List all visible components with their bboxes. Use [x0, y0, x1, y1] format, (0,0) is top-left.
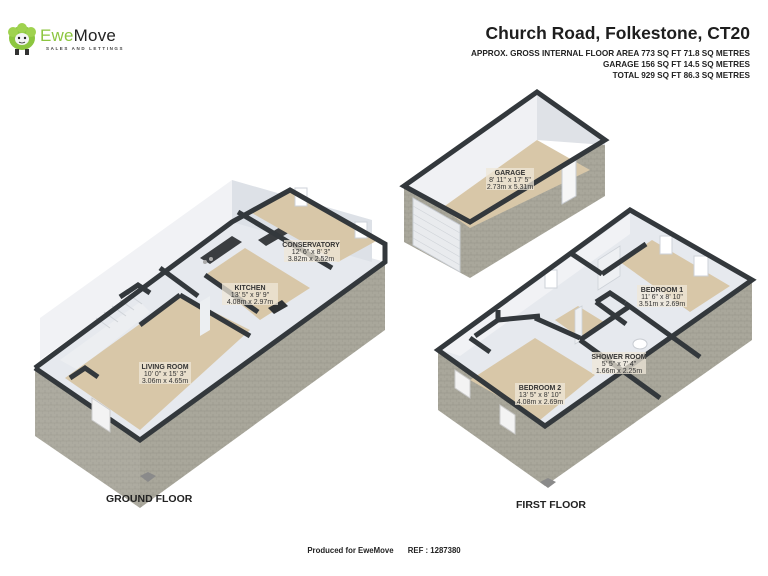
- svg-text:11' 6" x 8' 10": 11' 6" x 8' 10": [641, 294, 683, 301]
- svg-text:4.08m x 2.69m: 4.08m x 2.69m: [517, 399, 563, 406]
- svg-text:KITCHEN: KITCHEN: [234, 285, 265, 292]
- svg-text:12' 6" x 8' 3": 12' 6" x 8' 3": [292, 249, 331, 256]
- svg-text:5' 5" x 7' 4": 5' 5" x 7' 4": [602, 361, 637, 368]
- produced-for-text: Produced for EweMove: [307, 546, 394, 555]
- first-floor-label: FIRST FLOOR: [516, 499, 586, 511]
- north-marker-icon: [140, 472, 156, 482]
- svg-text:8' 11" x 17' 5": 8' 11" x 17' 5": [489, 177, 531, 184]
- garage-plan: GARAGE 8' 11" x 17' 5" 2.73m x 5.31m: [399, 88, 610, 278]
- property-title: Church Road, Folkestone, CT20: [485, 23, 750, 43]
- svg-text:3.51m x 2.69m: 3.51m x 2.69m: [639, 301, 685, 308]
- svg-text:BEDROOM 1: BEDROOM 1: [641, 287, 684, 294]
- svg-text:13' 5" x 9' 9": 13' 5" x 9' 9": [231, 292, 270, 299]
- footer: Produced for EweMove REF : 1287380: [0, 546, 768, 555]
- svg-text:GARAGE: GARAGE: [495, 170, 526, 177]
- room-label-kitchen: KITCHEN 13' 5" x 9' 9" 4.08m x 2.97m: [222, 283, 278, 306]
- ewemove-logo: EweMove SALES AND LETTINGS: [6, 20, 136, 60]
- svg-text:SHOWER ROOM: SHOWER ROOM: [591, 354, 646, 361]
- room-label-bedroom-1: BEDROOM 1 11' 6" x 8' 10" 3.51m x 2.69m: [637, 285, 687, 308]
- svg-text:3.82m x 2.52m: 3.82m x 2.52m: [288, 256, 334, 263]
- room-label-garage: GARAGE 8' 11" x 17' 5" 2.73m x 5.31m: [486, 168, 534, 191]
- svg-text:2.73m x 5.31m: 2.73m x 5.31m: [487, 184, 533, 191]
- area-summary: APPROX. GROSS INTERNAL FLOOR AREA 773 SQ…: [471, 48, 750, 81]
- svg-text:10' 0" x 15' 3": 10' 0" x 15' 3": [144, 371, 187, 378]
- room-label-bedroom-2: BEDROOM 2 13' 5" x 8' 10" 4.08m x 2.69m: [515, 383, 565, 406]
- svg-text:4.08m x 2.97m: 4.08m x 2.97m: [227, 299, 273, 306]
- room-label-conservatory: CONSERVATORY 12' 6" x 8' 3" 3.82m x 2.52…: [282, 240, 340, 263]
- gross-internal-area: APPROX. GROSS INTERNAL FLOOR AREA 773 SQ…: [470, 49, 750, 58]
- sheep-mascot-icon: [8, 23, 36, 55]
- svg-text:1.66m x 2.25m: 1.66m x 2.25m: [596, 368, 642, 375]
- room-label-living-room: LIVING ROOM 10' 0" x 15' 3" 3.06m x 4.65…: [139, 362, 191, 385]
- svg-text:13' 5" x 8' 10": 13' 5" x 8' 10": [519, 392, 562, 399]
- brand-name: EweMove: [40, 26, 117, 45]
- first-floor-plan: BEDROOM 1 11' 6" x 8' 10" 3.51m x 2.69m …: [433, 207, 757, 488]
- room-label-shower-room: SHOWER ROOM 5' 5" x 7' 4" 1.66m x 2.25m: [591, 352, 647, 375]
- ground-floor-plan: CONSERVATORY 12' 6" x 8' 3" 3.82m x 2.52…: [33, 180, 388, 508]
- reference-number: REF : 1287380: [407, 546, 461, 555]
- svg-text:LIVING ROOM: LIVING ROOM: [141, 364, 188, 371]
- brand-tagline: SALES AND LETTINGS: [46, 46, 125, 51]
- north-marker-icon: [540, 478, 556, 488]
- svg-text:CONSERVATORY: CONSERVATORY: [282, 242, 340, 249]
- svg-text:BEDROOM 2: BEDROOM 2: [519, 385, 562, 392]
- ground-floor-label: GROUND FLOOR: [106, 493, 193, 505]
- garage-area: GARAGE 156 SQ FT 14.5 SQ METRES: [603, 60, 750, 69]
- svg-text:3.06m x 4.65m: 3.06m x 4.65m: [142, 378, 188, 385]
- total-area: TOTAL 929 SQ FT 86.3 SQ METRES: [612, 71, 750, 80]
